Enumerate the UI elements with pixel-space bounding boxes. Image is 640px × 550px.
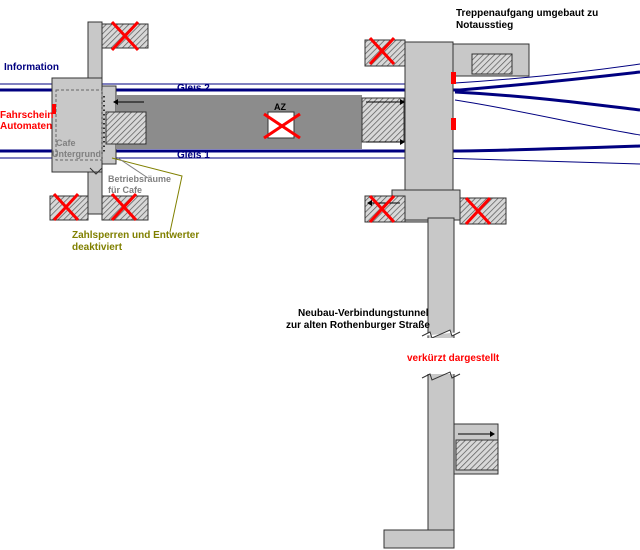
platform-group [105,95,411,149]
label-tunnel-1: Neubau-Verbindungstunnel [298,308,429,319]
tunnel-side-stair [455,439,499,471]
track1-inner-line [0,157,640,165]
ticket-machine-mark [52,104,56,114]
track-branch-line [454,90,640,112]
label-ticket-machines-2: Automaten [0,121,52,132]
tunnel-side-arrow-head [490,431,495,437]
label-cafe-1: Cafe [56,138,76,148]
east-stair-bottom-right [459,197,507,225]
east-red-mark-1 [451,72,456,84]
stair-arrow-west-head [113,99,118,105]
track2-line [0,70,640,92]
east-red-mark-2 [451,118,456,130]
platform [116,95,362,149]
label-barriers-1: Zahlsperren und Entwerter [72,230,199,241]
label-barriers-2: deaktiviert [72,242,123,253]
east-bottom-arrow-head [367,200,372,206]
platform-west-stair [105,111,147,145]
track1-line [0,144,640,153]
label-service-rooms-1: Betriebsräume [108,174,171,184]
closed-mark-east-top [368,36,396,66]
tunnel-break-gap [424,338,460,374]
closed-mark-west-top [110,20,140,52]
label-stairs-1: Treppenaufgang umgebaut zu [456,8,598,19]
service-rooms-leader [117,157,149,179]
closed-mark-west-bottom-left [52,192,80,222]
label-tunnel-2: zur alten Rothenburger Straße [286,320,430,331]
label-shortened: verkürzt dargestellt [407,353,500,364]
stair-arrow-east-head [400,99,405,105]
label-cafe-2: Untergrund [52,149,101,159]
barrier-leader [111,157,183,233]
closed-mark-west-bottom-right [110,192,138,222]
tunnel-break-bottom [421,371,461,381]
east-emergency-exit-stair [471,53,513,75]
label-service-rooms-2: für Cafe [108,185,142,195]
stair-arrow-east-low-head [400,139,405,145]
tunnel-break-top [421,329,461,339]
tunnel [427,217,455,547]
labels: Information Fahrschein Automaten Gleis 2… [0,8,598,364]
leader-lines [111,157,183,233]
label-track2: Gleis 2 [177,83,210,94]
tunnel-bottom-block [383,529,455,549]
west-door-mark [89,167,103,175]
closed-marks [52,20,492,226]
closed-mark-east-bottom-right [464,196,492,226]
track-branch-inner-line [454,99,640,136]
label-track1: Gleis 1 [177,150,210,161]
label-information: Information [4,62,59,73]
platform-east-stair [361,97,405,143]
label-stairs-2: Notausstieg [456,20,513,31]
east-stair-bottom-left [364,195,406,223]
label-ticket-machines-1: Fahrschein [0,110,53,121]
closed-mark-east-bottom-left [368,194,396,224]
east-entrance [364,39,530,549]
az-cross-b [263,112,301,140]
label-az: AZ [274,102,286,112]
cafe-outline [55,89,103,161]
